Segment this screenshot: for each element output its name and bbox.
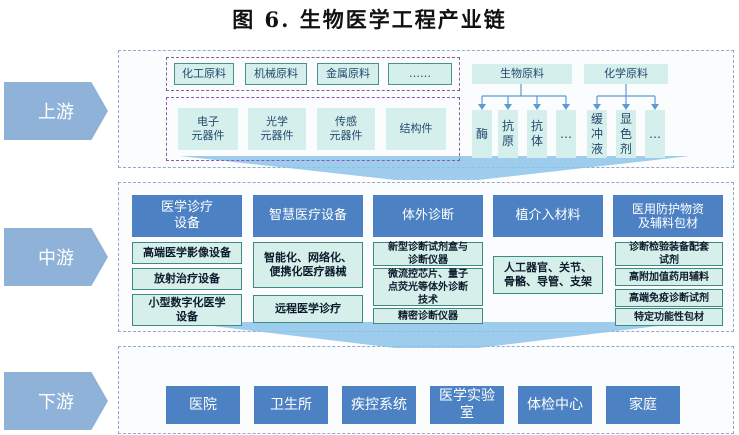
item-artificial-organs: 人工器官、关节、 骨骼、导管、支架 xyxy=(493,256,603,294)
chem-material-buffer: 缓 冲 液 xyxy=(587,110,607,158)
chem-materials-header: 化学原料 xyxy=(584,64,668,84)
item-functional-packaging: 特定功能性包材 xyxy=(615,308,723,326)
dest-home: 家庭 xyxy=(606,386,680,424)
components-group xyxy=(166,97,460,161)
component-structural: 结构件 xyxy=(386,108,446,150)
item-diagnostic-kits: 新型诊断试剂盒与 诊断仪器 xyxy=(373,242,483,266)
tier-downstream: 下游 xyxy=(4,372,108,430)
raw-material-more: …… xyxy=(388,63,452,85)
raw-material-mechanical: 机械原料 xyxy=(245,63,307,85)
raw-material-chemical: 化工原料 xyxy=(174,63,234,85)
dest-clinic: 卫生所 xyxy=(254,386,328,424)
item-remote-diagnosis: 远程医学诊疗 xyxy=(253,295,363,323)
bio-material-antigen: 抗 原 xyxy=(498,110,518,158)
item-precision-instruments: 精密诊断仪器 xyxy=(373,308,483,324)
chem-material-chromogen: 显 色 剂 xyxy=(616,110,636,158)
tier-midstream: 中游 xyxy=(4,228,108,286)
item-high-end-imaging: 高端医学影像设备 xyxy=(132,242,242,264)
component-electronic: 电子 元器件 xyxy=(178,108,238,150)
category-implants: 植介入材料 xyxy=(493,195,603,237)
category-medical-devices: 医学诊疗 设备 xyxy=(132,195,242,237)
bio-material-antibody: 抗 体 xyxy=(527,110,547,158)
item-radiotherapy: 放射治疗设备 xyxy=(132,268,242,290)
dest-hospital: 医院 xyxy=(166,386,240,424)
dest-cdc: 疾控系统 xyxy=(342,386,416,424)
item-pharma-excipients: 高附加值药用辅料 xyxy=(615,268,723,286)
category-smart-medical: 智慧医疗设备 xyxy=(253,195,363,237)
dest-checkup-center: 体检中心 xyxy=(518,386,592,424)
component-optical: 光学 元器件 xyxy=(248,108,306,150)
category-protective-supplies: 医用防护物资 及辅料包材 xyxy=(613,195,723,237)
bio-material-more: … xyxy=(556,110,576,158)
component-sensor: 传感 元器件 xyxy=(317,108,375,150)
item-smart-portable-devices: 智能化、网络化、 便携化医疗器械 xyxy=(253,242,363,288)
item-microfluidic-tech: 微流控芯片、量子 点荧光等体外诊断 技术 xyxy=(373,268,483,306)
category-ivd: 体外诊断 xyxy=(373,195,483,237)
funnel-arrow-midstream xyxy=(180,322,690,348)
chem-material-more: … xyxy=(645,110,665,158)
bio-material-enzyme: 酶 xyxy=(472,110,492,158)
dest-medical-lab: 医学实验 室 xyxy=(430,386,504,424)
bio-materials-header: 生物原料 xyxy=(472,64,572,84)
item-immunodiagnostic-reagents: 高端免疫诊断试剂 xyxy=(615,289,723,307)
figure-title: 图 6. 生物医学工程产业链 xyxy=(232,7,507,32)
item-small-digital-devices: 小型数字化医学 设备 xyxy=(132,294,242,326)
item-diagnostic-reagents: 诊断检验装备配套 试剂 xyxy=(615,242,723,266)
raw-material-metal: 金属原料 xyxy=(317,63,379,85)
tier-upstream: 上游 xyxy=(4,82,108,140)
funnel-arrow-upstream xyxy=(180,156,690,180)
raw-materials-group xyxy=(166,57,460,91)
